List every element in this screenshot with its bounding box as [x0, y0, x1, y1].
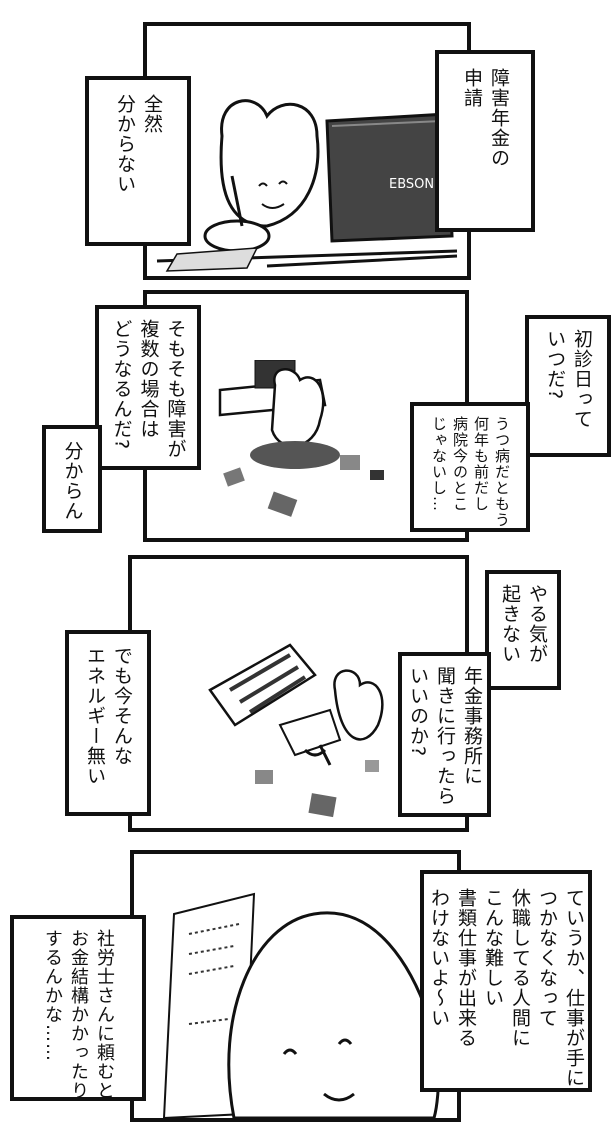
caption-text: やる気が起きない — [499, 584, 548, 664]
monitor-brand: EBSON — [389, 177, 434, 192]
caption-text: 初診日っていつだ? — [544, 329, 593, 429]
character-closeup — [227, 911, 440, 1118]
caption-text: 分からん — [61, 441, 84, 521]
caption-text: 障害年金の申請 — [461, 68, 510, 168]
caption-text: でも今そんなエネルギー無い — [84, 646, 133, 786]
caption-box: 初診日っていつだ? — [525, 315, 611, 457]
caption-text: 年金事務所に聞きに行ったらいいのか? — [407, 666, 483, 806]
caption-box: 年金事務所に聞きに行ったらいいのか? — [398, 652, 491, 817]
caption-box: ていうか、仕事が手につかなくなって休職してる人間にこんな難しい書類仕事が出来るわ… — [420, 870, 592, 1092]
caption-box: そもそも障害が複数の場合はどうなるんだ? — [95, 305, 201, 470]
caption-box: 全然分からない — [85, 76, 191, 246]
caption-box: 障害年金の申請 — [435, 50, 535, 232]
caption-text: ていうか、仕事が手につかなくなって休職してる人間にこんな難しい書類仕事が出来るわ… — [428, 888, 585, 1088]
caption-text: うつ病だともう何年も前だし病院今のとこじゃないし… — [430, 416, 511, 528]
panel-3-illustration — [208, 643, 384, 818]
panel-4-illustration — [162, 892, 440, 1118]
panel-1-illustration: EBSON — [156, 99, 458, 272]
character — [219, 99, 320, 228]
caption-box: 分からん — [42, 425, 102, 533]
caption-text: 全然分からない — [114, 94, 163, 194]
caption-box: やる気が起きない — [485, 570, 561, 690]
caption-box: でも今そんなエネルギー無い — [65, 630, 151, 816]
computer-monitor — [325, 112, 454, 243]
caption-box: 社労士さんに頼むとお金結構かかったりするんかな…… — [10, 915, 146, 1101]
caption-text: そもそも障害が複数の場合はどうなるんだ? — [110, 319, 187, 459]
caption-box: うつ病だともう何年も前だし病院今のとこじゃないし… — [410, 402, 530, 532]
panel-2-illustration — [218, 360, 384, 517]
caption-text: 社労士さんに頼むとお金結構かかったりするんかな…… — [42, 929, 115, 1100]
